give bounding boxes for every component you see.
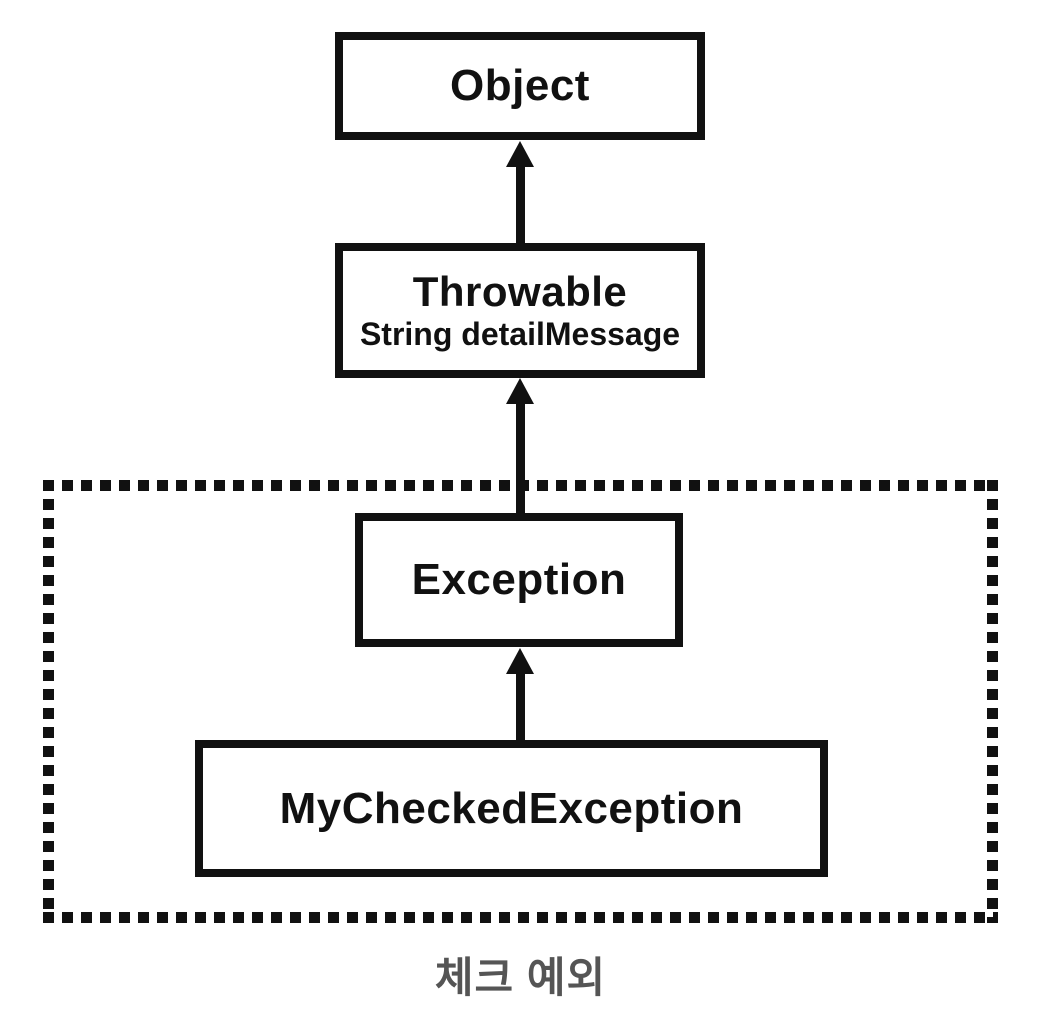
arrow-line <box>515 167 525 243</box>
arrow-exception-to-throwable <box>505 378 535 513</box>
arrowhead-up-icon <box>506 648 534 674</box>
node-my-checked-exception: MyCheckedException <box>195 740 828 877</box>
arrowhead-up-icon <box>506 378 534 404</box>
node-throwable-field: String detailMessage <box>359 315 681 352</box>
node-object-title: Object <box>450 61 590 111</box>
node-throwable-title: Throwable <box>412 267 628 315</box>
node-object: Object <box>335 32 705 140</box>
node-my-checked-exception-title: MyCheckedException <box>279 783 744 833</box>
node-throwable: Throwable String detailMessage <box>335 243 705 378</box>
checked-exception-group-label: 체크 예외 <box>434 954 607 1001</box>
arrow-throwable-to-object <box>505 141 535 243</box>
arrowhead-up-icon <box>506 141 534 167</box>
arrow-line <box>515 674 525 740</box>
node-exception: Exception <box>355 513 683 647</box>
node-exception-title: Exception <box>411 555 627 605</box>
arrow-mychecked-to-exception <box>505 648 535 740</box>
arrow-line <box>515 404 525 513</box>
